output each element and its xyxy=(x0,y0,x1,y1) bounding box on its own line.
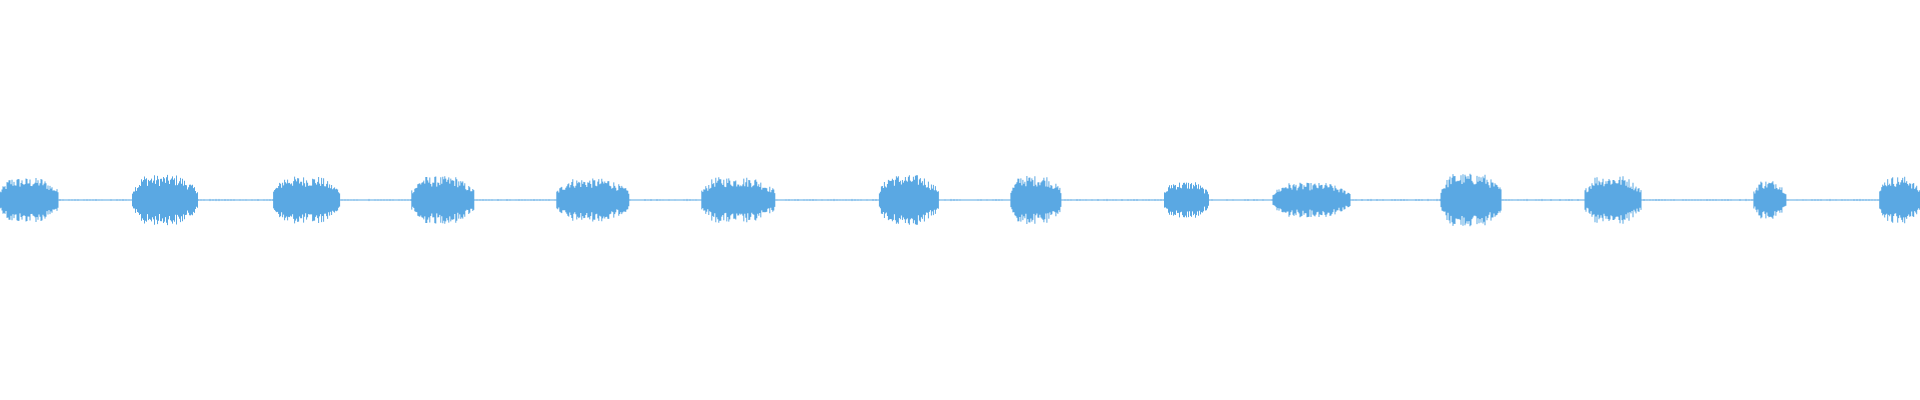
waveform-burst-path xyxy=(878,175,939,225)
waveform-burst-path xyxy=(132,174,198,226)
waveform-burst-path xyxy=(1010,176,1062,224)
waveform-burst xyxy=(1164,182,1209,218)
waveform-burst-path xyxy=(411,176,475,224)
waveform-burst-path xyxy=(1584,176,1642,224)
waveform-burst xyxy=(273,176,341,224)
waveform-burst-path xyxy=(1272,182,1351,218)
waveform-burst xyxy=(1272,182,1351,218)
waveform-burst-path xyxy=(1440,173,1502,227)
waveform-segments xyxy=(0,173,1920,227)
waveform-burst xyxy=(1584,176,1642,224)
waveform-burst xyxy=(411,176,475,224)
waveform-noise xyxy=(0,198,1918,202)
waveform-burst-path xyxy=(273,176,341,224)
waveform-burst xyxy=(132,174,198,226)
waveform-burst xyxy=(1440,173,1502,227)
waveform-burst xyxy=(1010,176,1062,224)
waveform-burst xyxy=(878,175,939,225)
waveform-burst-path xyxy=(1164,182,1209,218)
